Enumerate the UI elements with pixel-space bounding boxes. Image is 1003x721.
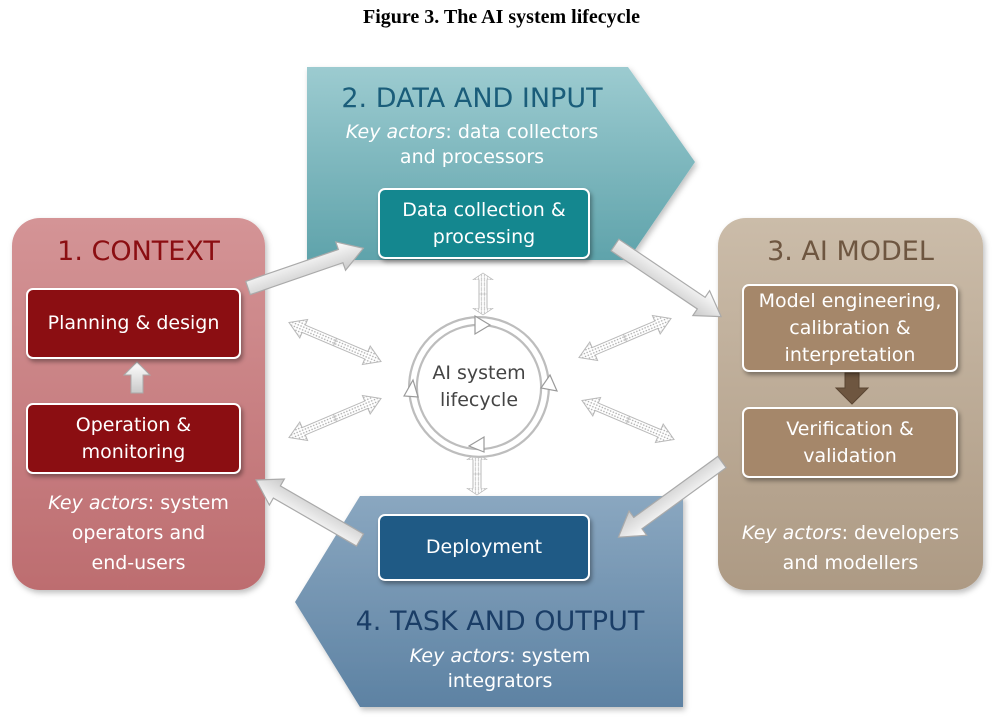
context-actors: Key actors: system operators and end-use…: [12, 488, 265, 578]
box-label: Deployment: [425, 536, 543, 558]
actors-label: Key actors: [409, 645, 510, 667]
figure-title: Figure 3. The AI system lifecycle: [363, 6, 640, 28]
actors-text: : system: [147, 492, 229, 514]
context-title: 1. CONTEXT: [57, 236, 220, 267]
arrow-data-to-model: [610, 238, 723, 318]
box-label: Planning & design: [47, 312, 220, 334]
deployment-box[interactable]: Deployment: [378, 514, 590, 581]
box-label: Data collection &: [402, 198, 566, 221]
data-input-title: 2. DATA AND INPUT: [341, 83, 603, 114]
actors-label: Key actors: [741, 522, 842, 544]
arrow-context-to-data: [244, 241, 365, 296]
model-engineering-box[interactable]: Model engineering, calibration & interpr…: [742, 284, 958, 372]
actors-text: and processors: [399, 146, 545, 168]
arrow-operation-to-planning: [122, 361, 152, 394]
actors-text: and modellers: [782, 552, 919, 574]
arrow-model-to-verification: [834, 372, 870, 405]
actors-label: Key actors: [345, 121, 446, 143]
ai-model-actors: Key actors: developers and modellers: [718, 518, 983, 578]
actors-text: : system: [509, 645, 591, 667]
box-label: processing: [432, 225, 536, 248]
dotted-arrow-bottom: [466, 452, 488, 496]
actors-text: end-users: [91, 552, 186, 574]
verification-validation-box[interactable]: Verification & validation: [742, 407, 958, 478]
center-label-line: lifecycle: [439, 389, 519, 411]
arrow-deployment-to-context: [255, 478, 365, 547]
box-label: monitoring: [81, 440, 186, 463]
center-label: AI system lifecycle: [419, 360, 539, 414]
dotted-arrow-left-bottom: [284, 388, 386, 448]
actors-label: Key actors: [48, 492, 148, 514]
actors-text: operators and: [71, 522, 206, 544]
actors-text: : developers: [841, 522, 960, 544]
ai-model-title: 3. AI MODEL: [767, 236, 934, 267]
planning-design-box[interactable]: Planning & design: [26, 288, 241, 359]
arrow-model-to-deployment: [617, 455, 727, 538]
center-label-line: AI system: [432, 362, 526, 384]
cycle-ring: [403, 314, 559, 458]
actors-text: integrators: [447, 670, 553, 692]
data-collection-box[interactable]: Data collection & processing: [378, 188, 590, 259]
dotted-arrow-right-bottom: [577, 390, 679, 450]
dotted-arrow-right-top: [574, 308, 676, 368]
box-label: Operation &: [75, 413, 192, 436]
task-output-actors: Key actors: system integrators: [330, 644, 670, 694]
box-label: Model engineering,: [758, 289, 942, 312]
box-label: interpretation: [784, 343, 916, 366]
operation-monitoring-box[interactable]: Operation & monitoring: [26, 403, 241, 474]
dotted-arrow-top: [472, 272, 494, 316]
box-label: validation: [803, 444, 897, 467]
dotted-arrow-left-top: [284, 312, 386, 372]
box-label: Verification &: [786, 417, 914, 440]
box-label: calibration &: [789, 316, 911, 339]
data-input-actors: Key actors: data collectors and processo…: [307, 120, 637, 170]
actors-text: : data collectors: [445, 121, 599, 143]
task-output-title: 4. TASK AND OUTPUT: [355, 606, 645, 637]
